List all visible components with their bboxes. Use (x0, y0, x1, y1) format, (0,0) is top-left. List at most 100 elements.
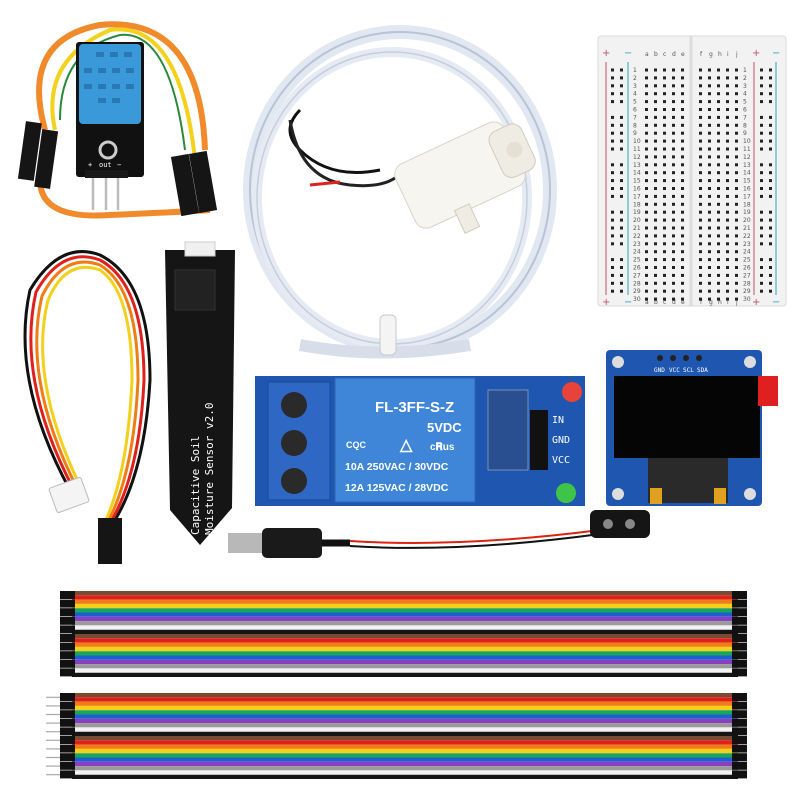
breadboard-hole[interactable] (645, 281, 648, 285)
breadboard-hole[interactable] (654, 210, 657, 214)
breadboard-hole[interactable] (663, 194, 666, 198)
breadboard-hole[interactable] (672, 258, 675, 262)
breadboard-hole[interactable] (672, 179, 675, 183)
breadboard-hole[interactable] (645, 76, 648, 80)
rail-hole[interactable] (620, 289, 623, 293)
breadboard-hole[interactable] (645, 258, 648, 262)
breadboard-hole[interactable] (735, 76, 738, 80)
breadboard-hole[interactable] (645, 179, 648, 183)
breadboard-hole[interactable] (672, 250, 675, 254)
breadboard-hole[interactable] (663, 202, 666, 206)
breadboard-hole[interactable] (699, 281, 702, 285)
breadboard-hole[interactable] (654, 266, 657, 269)
rail-hole[interactable] (760, 115, 763, 119)
breadboard-hole[interactable] (717, 92, 720, 96)
breadboard-hole[interactable] (708, 289, 711, 293)
breadboard-hole[interactable] (735, 258, 738, 262)
breadboard-hole[interactable] (708, 218, 711, 222)
breadboard-hole[interactable] (645, 218, 648, 222)
breadboard-hole[interactable] (645, 155, 648, 159)
breadboard-hole[interactable] (717, 187, 720, 190)
breadboard-hole[interactable] (672, 218, 675, 222)
breadboard-hole[interactable] (726, 210, 729, 214)
breadboard-hole[interactable] (681, 266, 684, 269)
breadboard-hole[interactable] (717, 210, 720, 214)
breadboard-hole[interactable] (735, 297, 738, 301)
breadboard-hole[interactable] (654, 242, 657, 246)
breadboard-hole[interactable] (645, 250, 648, 254)
breadboard-hole[interactable] (672, 155, 675, 159)
rail-hole[interactable] (620, 147, 623, 151)
rail-hole[interactable] (620, 76, 623, 80)
breadboard-hole[interactable] (645, 226, 648, 230)
rail-hole[interactable] (611, 266, 614, 269)
breadboard-hole[interactable] (654, 281, 657, 285)
rail-hole[interactable] (769, 273, 772, 277)
rail-hole[interactable] (611, 179, 614, 183)
breadboard-hole[interactable] (708, 297, 711, 301)
rail-hole[interactable] (769, 187, 772, 190)
breadboard-hole[interactable] (654, 123, 657, 127)
breadboard-hole[interactable] (681, 76, 684, 80)
breadboard-hole[interactable] (645, 68, 648, 72)
breadboard-hole[interactable] (735, 108, 738, 111)
breadboard-hole[interactable] (717, 258, 720, 262)
breadboard-hole[interactable] (717, 84, 720, 88)
rail-hole[interactable] (611, 68, 614, 72)
breadboard-hole[interactable] (663, 258, 666, 262)
breadboard-hole[interactable] (672, 226, 675, 230)
breadboard-hole[interactable] (708, 210, 711, 214)
breadboard-hole[interactable] (708, 226, 711, 230)
breadboard-hole[interactable] (708, 68, 711, 72)
rail-hole[interactable] (620, 139, 623, 143)
breadboard-hole[interactable] (654, 100, 657, 104)
breadboard-hole[interactable] (645, 234, 648, 238)
breadboard-hole[interactable] (735, 202, 738, 206)
rail-hole[interactable] (769, 76, 772, 80)
breadboard-hole[interactable] (708, 250, 711, 254)
breadboard-hole[interactable] (735, 266, 738, 269)
rail-hole[interactable] (620, 92, 623, 96)
rail-hole[interactable] (769, 123, 772, 127)
rail-hole[interactable] (611, 218, 614, 222)
breadboard-hole[interactable] (645, 297, 648, 301)
breadboard-hole[interactable] (735, 123, 738, 127)
rail-hole[interactable] (611, 131, 614, 135)
breadboard-hole[interactable] (735, 155, 738, 159)
rail-hole[interactable] (620, 171, 623, 175)
rail-hole[interactable] (760, 226, 763, 230)
rail-hole[interactable] (760, 281, 763, 285)
breadboard-hole[interactable] (735, 194, 738, 198)
breadboard-hole[interactable] (681, 194, 684, 198)
breadboard-hole[interactable] (699, 194, 702, 198)
rail-hole[interactable] (620, 163, 623, 167)
breadboard-hole[interactable] (654, 76, 657, 80)
breadboard-hole[interactable] (663, 171, 666, 175)
breadboard-hole[interactable] (672, 242, 675, 246)
breadboard-hole[interactable] (717, 266, 720, 269)
breadboard-hole[interactable] (735, 281, 738, 285)
breadboard-hole[interactable] (726, 297, 729, 301)
breadboard-hole[interactable] (717, 202, 720, 206)
breadboard-hole[interactable] (717, 226, 720, 230)
breadboard-hole[interactable] (645, 139, 648, 143)
rail-hole[interactable] (760, 210, 763, 214)
breadboard-hole[interactable] (645, 115, 648, 119)
breadboard-hole[interactable] (699, 155, 702, 159)
rail-hole[interactable] (760, 68, 763, 72)
breadboard-hole[interactable] (672, 139, 675, 143)
rail-hole[interactable] (611, 226, 614, 230)
rail-hole[interactable] (769, 210, 772, 214)
breadboard-hole[interactable] (672, 187, 675, 190)
breadboard-hole[interactable] (726, 155, 729, 159)
breadboard-hole[interactable] (645, 84, 648, 88)
breadboard-hole[interactable] (699, 171, 702, 175)
breadboard-hole[interactable] (699, 226, 702, 230)
breadboard-hole[interactable] (663, 163, 666, 167)
breadboard-hole[interactable] (708, 171, 711, 175)
breadboard-hole[interactable] (735, 139, 738, 143)
breadboard-hole[interactable] (645, 266, 648, 269)
breadboard-hole[interactable] (735, 218, 738, 222)
breadboard-hole[interactable] (672, 108, 675, 111)
breadboard-hole[interactable] (735, 242, 738, 246)
